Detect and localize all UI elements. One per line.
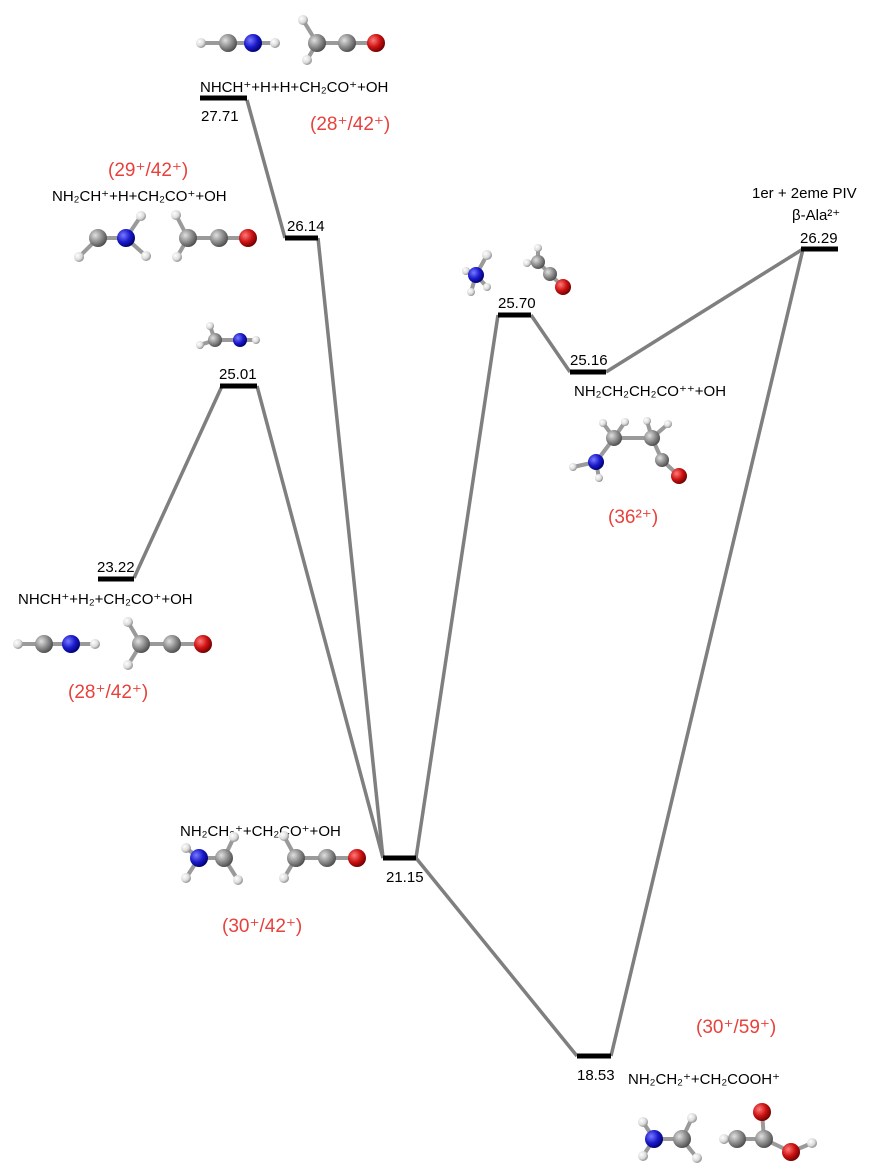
energy-label-23.22: 23.22 (97, 559, 135, 576)
energy-label-26.29: 26.29 (800, 230, 838, 247)
energy-label-21.15: 21.15 (386, 869, 424, 886)
connector-25.16-26.29 (605, 247, 804, 374)
connector-18.53-26.29 (609, 248, 805, 1057)
molecule-label: β-Ala²⁺ (792, 207, 840, 224)
molecule-hcnh-icon (196, 34, 280, 52)
energy-label-27.71: 27.71 (201, 108, 239, 125)
energy-label-26.14: 26.14 (287, 218, 325, 235)
connector-21.15-25.70 (414, 314, 500, 859)
energy-label-25.70: 25.70 (498, 295, 536, 312)
molecule-ch2nh-icon (196, 322, 260, 349)
connector-21.15-18.53 (414, 856, 579, 1058)
molecule-hcnh-icon (13, 635, 100, 653)
molecule-ketene-icon (279, 831, 366, 883)
fragment-labels: (28⁺/42⁺) (29⁺/42⁺) (28⁺/42⁺) (30⁺/42⁺) … (68, 114, 776, 1038)
molecule-ch2cooh-icon (719, 1103, 817, 1161)
molecule-amine-fragment-icon (462, 250, 492, 296)
species-label-23.22: NHCH⁺+H₂+CH₂CO⁺+OH (18, 591, 193, 608)
fragment-label-21.15: (30⁺/42⁺) (222, 916, 302, 937)
pathway-label: 1er + 2eme PIV (752, 185, 857, 202)
connectors (132, 99, 805, 1058)
energy-label-25.01: 25.01 (219, 366, 257, 383)
species-label-21.15: NH₂CH₂⁺+CH₂CO⁺+OH (180, 823, 341, 840)
energy-levels (98, 95, 838, 1059)
fragment-label-23.22: (28⁺/42⁺) (68, 682, 148, 703)
molecule-ch2nh2-icon (181, 832, 243, 885)
connector-23.22-25.01 (132, 385, 224, 579)
species-label-27.71: NHCH⁺+H+H+CH₂CO⁺+OH (200, 79, 388, 96)
connector-27.71-26.14 (245, 99, 287, 239)
molecule-ketene-icon (123, 617, 212, 670)
fragment-label-27.71: (28⁺/42⁺) (310, 114, 390, 135)
molecule-ketene-icon (298, 15, 385, 65)
molecule-ketene-fragment-icon (523, 244, 571, 295)
molecule-beta-ala-fragment-icon (569, 417, 687, 484)
species-labels: NHCH⁺+H+H+CH₂CO⁺+OH NH₂CH⁺+H+CH₂CO⁺+OH N… (18, 79, 857, 1088)
energy-label-25.16: 25.16 (570, 352, 608, 369)
connector-25.70-25.16 (529, 314, 572, 373)
species-label-18.53: NH₂CH₂⁺+CH₂COOH⁺ (628, 1071, 780, 1088)
molecule-ch2nh2-icon (638, 1113, 702, 1163)
fragment-label-26.14: (29⁺/42⁺) (108, 160, 188, 181)
species-label-26.14: NH₂CH⁺+H+CH₂CO⁺+OH (52, 188, 227, 205)
fragment-label-18.53: (30⁺/59⁺) (696, 1017, 776, 1038)
connector-25.01-21.15 (255, 385, 385, 859)
molecule-h2ncH-icon (74, 211, 151, 262)
energy-label-18.53: 18.53 (577, 1067, 615, 1084)
energy-labels: 27.71 26.14 25.01 23.22 21.15 18.53 25.7… (97, 108, 838, 1084)
species-label-25.16: NH₂CH₂CH₂CO⁺⁺+OH (574, 383, 726, 400)
fragment-label-25.16: (36²⁺) (608, 507, 658, 528)
connector-26.14-21.15 (316, 237, 385, 859)
molecule-ketene-icon (171, 210, 257, 262)
